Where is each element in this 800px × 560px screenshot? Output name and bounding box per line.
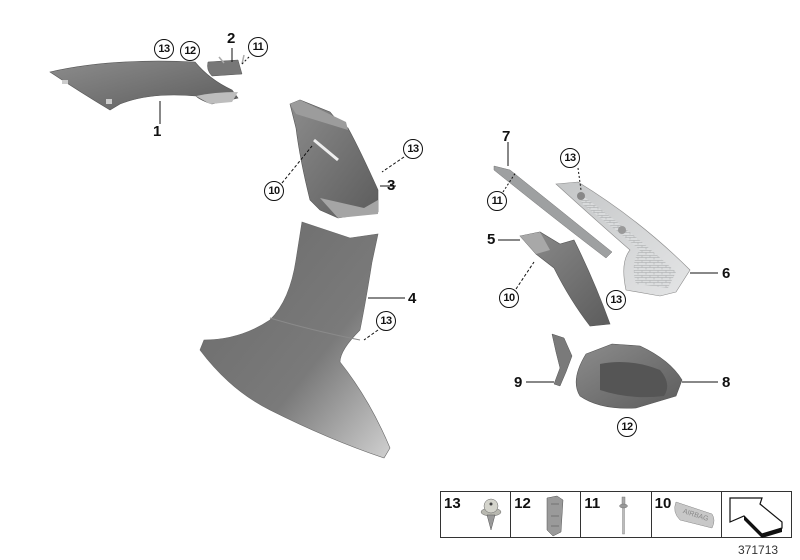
part-3-upper-b-pillar[interactable] bbox=[289, 99, 379, 219]
legend-cell-12[interactable]: 12 bbox=[511, 492, 582, 537]
callout-10: 10 bbox=[264, 181, 284, 201]
leader-lines bbox=[159, 48, 718, 383]
label-part-2: 2 bbox=[227, 30, 236, 47]
label-part-6: 6 bbox=[722, 265, 731, 282]
label-part-3: 3 bbox=[387, 177, 396, 194]
label-part-4: 4 bbox=[408, 290, 417, 307]
part-1-upper-trim[interactable] bbox=[49, 60, 239, 111]
label-part-7: 7 bbox=[502, 128, 511, 145]
part-7-strip[interactable] bbox=[493, 165, 613, 259]
spring-clip-icon bbox=[546, 495, 564, 537]
part-5-trim[interactable] bbox=[519, 231, 611, 327]
callout-13: 13 bbox=[403, 139, 423, 159]
legend-cell-11[interactable]: 11 bbox=[581, 492, 652, 537]
part-4-lower-b-pillar[interactable] bbox=[199, 221, 391, 459]
legend-num: 12 bbox=[514, 495, 531, 512]
part-2-cover[interactable] bbox=[207, 54, 245, 77]
fastener-legend: 13 12 11 10 AIRBAG bbox=[440, 491, 792, 538]
airbag-badge-icon: AIRBAG bbox=[674, 501, 714, 529]
callout-12: 12 bbox=[617, 417, 637, 437]
part-9-bracket[interactable] bbox=[551, 333, 573, 387]
callout-10: 10 bbox=[499, 288, 519, 308]
label-part-9: 9 bbox=[514, 374, 523, 391]
callout-13: 13 bbox=[606, 290, 626, 310]
label-part-1: 1 bbox=[153, 123, 162, 140]
push-clip-rivet-icon bbox=[480, 498, 502, 531]
callout-11: 11 bbox=[248, 37, 268, 57]
callout-13: 13 bbox=[560, 148, 580, 168]
document-number: 371713 bbox=[738, 543, 779, 557]
callout-13: 13 bbox=[154, 39, 174, 59]
part-6-trim[interactable] bbox=[555, 181, 691, 297]
legend-num: 13 bbox=[444, 495, 461, 512]
direction-arrow-icon bbox=[729, 497, 783, 538]
legend-cell-arrow[interactable] bbox=[722, 492, 791, 538]
label-part-5: 5 bbox=[487, 231, 496, 248]
callout-11: 11 bbox=[487, 191, 507, 211]
legend-cell-13[interactable]: 13 bbox=[441, 492, 512, 537]
callout-13: 13 bbox=[376, 311, 396, 331]
part-8-lower-trim[interactable] bbox=[575, 343, 683, 409]
label-part-8: 8 bbox=[722, 374, 731, 391]
pop-rivet-icon bbox=[619, 496, 629, 535]
legend-cell-10[interactable]: 10 AIRBAG bbox=[652, 492, 722, 537]
callout-12: 12 bbox=[180, 41, 200, 61]
legend-num: 10 bbox=[654, 495, 672, 512]
legend-num: 11 bbox=[584, 495, 601, 512]
